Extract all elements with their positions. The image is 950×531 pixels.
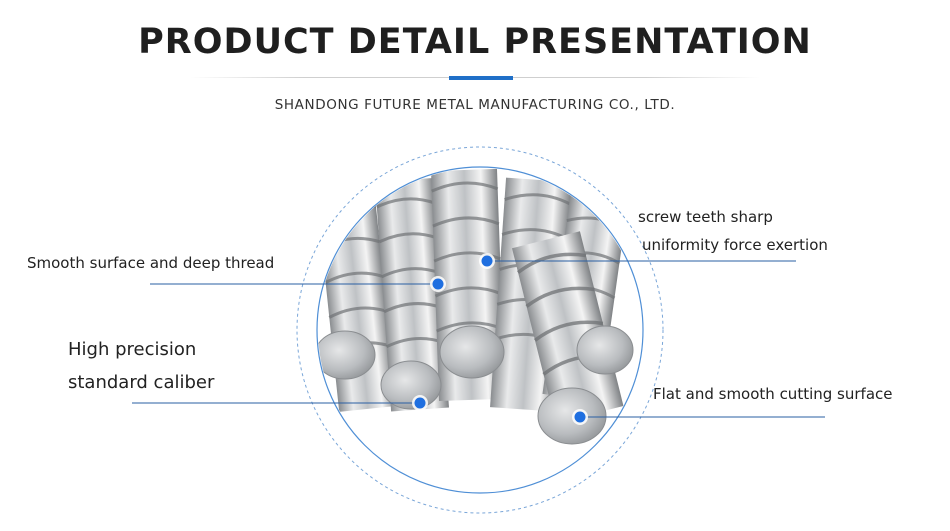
steel-rebar-bundle-icon xyxy=(318,168,634,445)
callout-caliber-label-line2: standard caliber xyxy=(68,372,215,393)
callout-dot-cutting xyxy=(572,409,588,425)
callout-cutting-label: Flat and smooth cutting surface xyxy=(653,385,893,403)
page-title: PRODUCT DETAIL PRESENTATION xyxy=(138,22,812,62)
callout-dot-teeth xyxy=(479,253,495,269)
callout-dot-caliber xyxy=(412,395,428,411)
callout-caliber-label-line1: High precision xyxy=(68,339,197,360)
outer-dashed-ring xyxy=(296,146,664,514)
title-accent-bar xyxy=(449,76,513,80)
callout-thread-label: Smooth surface and deep thread xyxy=(27,254,275,272)
callout-teeth-label-line1: screw teeth sharp xyxy=(638,208,773,226)
callout-teeth-label-line2: uniformity force exertion xyxy=(642,236,828,254)
company-name: SHANDONG FUTURE METAL MANUFACTURING CO.,… xyxy=(274,97,676,113)
callout-dot-thread xyxy=(430,276,446,292)
